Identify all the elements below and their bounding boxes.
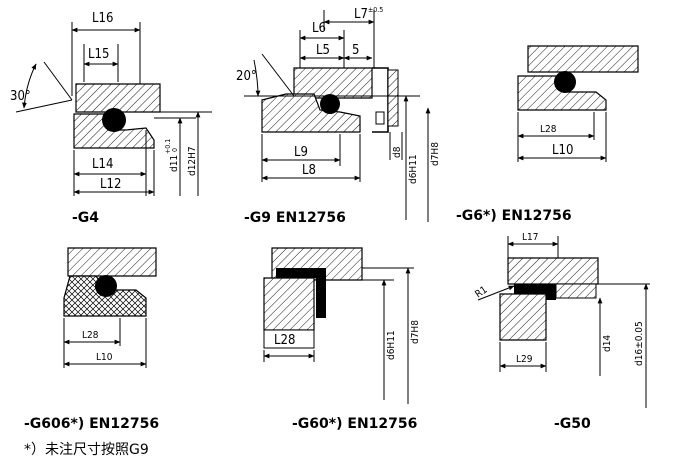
g4-d11-tol-lower: 0 <box>171 148 179 152</box>
variant-g606: L28 L10 -G606*) EN12756 <box>24 247 159 432</box>
g4-l16-label: L16 <box>92 11 113 26</box>
footnote: *）未注尺寸按照G9 <box>24 442 149 458</box>
g9-l7-label: L7 <box>354 7 368 22</box>
g60-l28-label: L28 <box>274 333 295 348</box>
g9-l8-label: L8 <box>302 163 316 178</box>
g60-caption: -G60*) EN12756 <box>292 416 417 432</box>
g9-five-label: 5 <box>352 43 359 58</box>
g50-housing <box>507 257 599 285</box>
g60-d7-label: d7H8 <box>410 320 421 344</box>
g50-seat <box>499 293 547 341</box>
g9-anti-rotation-pin <box>372 67 389 133</box>
g50-r1-label: R1 <box>473 285 489 301</box>
g4-caption: -G4 <box>72 210 99 226</box>
g50-d14-label: d14 <box>602 335 613 352</box>
variant-g6: L28 L10 -G6*) EN12756 <box>456 45 639 224</box>
g6-caption: -G6*) EN12756 <box>456 208 572 224</box>
g606-o-ring <box>95 275 117 297</box>
g606-caption: -G606*) EN12756 <box>24 416 159 432</box>
g6-housing <box>527 45 639 73</box>
g50-caption: -G50 <box>554 416 591 432</box>
g4-d11-label: d11 <box>169 155 180 172</box>
g9-d6-label: d6H11 <box>408 154 419 184</box>
g6-l10-label: L10 <box>552 143 573 158</box>
g50-d16-label: d16±0.05 <box>634 321 645 366</box>
g6-l28-label: L28 <box>540 124 557 135</box>
g4-angle-label: 30° <box>10 89 31 104</box>
g606-housing <box>67 247 157 277</box>
g606-l10-label: L10 <box>96 352 113 363</box>
g9-angle-label: 20° <box>236 69 257 84</box>
g4-l15-label: L15 <box>88 47 109 62</box>
variant-g60: L28 d6H11 d7H8 -G60*) EN12756 <box>263 247 421 432</box>
g9-shoulder <box>387 69 399 127</box>
g50-elastomer-ring <box>514 284 556 300</box>
g9-d8-label: d8 <box>392 146 403 158</box>
g6-o-ring <box>554 71 576 93</box>
g4-o-ring <box>102 108 126 132</box>
g9-housing <box>293 67 373 99</box>
g4-l14-label: L14 <box>92 157 113 172</box>
g4-l12-label: L12 <box>100 177 121 192</box>
g9-l7-tol: ±0.5 <box>368 6 383 14</box>
g4-d11-tol-upper: +0.1 <box>164 139 172 154</box>
variant-g4: L16 L15 30° L14 L12 d11 +0.1 0 d12H7 -G4 <box>10 11 212 226</box>
g9-l5-label: L5 <box>316 43 330 58</box>
g9-caption: -G9 EN12756 <box>244 210 346 226</box>
g4-d12-label: d12H7 <box>187 146 198 176</box>
g9-d7-label: d7H8 <box>430 142 441 166</box>
g9-seat <box>261 93 361 133</box>
g9-l6-label: L6 <box>312 21 326 36</box>
g9-l9-label: L9 <box>294 145 308 160</box>
g9-o-ring <box>320 94 340 114</box>
g606-l28-label: L28 <box>82 330 99 341</box>
g50-l29-label: L29 <box>516 354 533 365</box>
g60-seat <box>263 277 315 331</box>
g4-housing <box>75 83 161 113</box>
variant-g50: L17 R1 L29 d14 d16±0.05 -G50 <box>473 232 650 432</box>
variant-g9: L6 L7 ±0.5 L5 5 20° L9 L8 d8 d6H11 d7H8 … <box>236 6 441 226</box>
g60-d6-label: d6H11 <box>386 330 397 360</box>
g50-l17-label: L17 <box>522 232 538 243</box>
